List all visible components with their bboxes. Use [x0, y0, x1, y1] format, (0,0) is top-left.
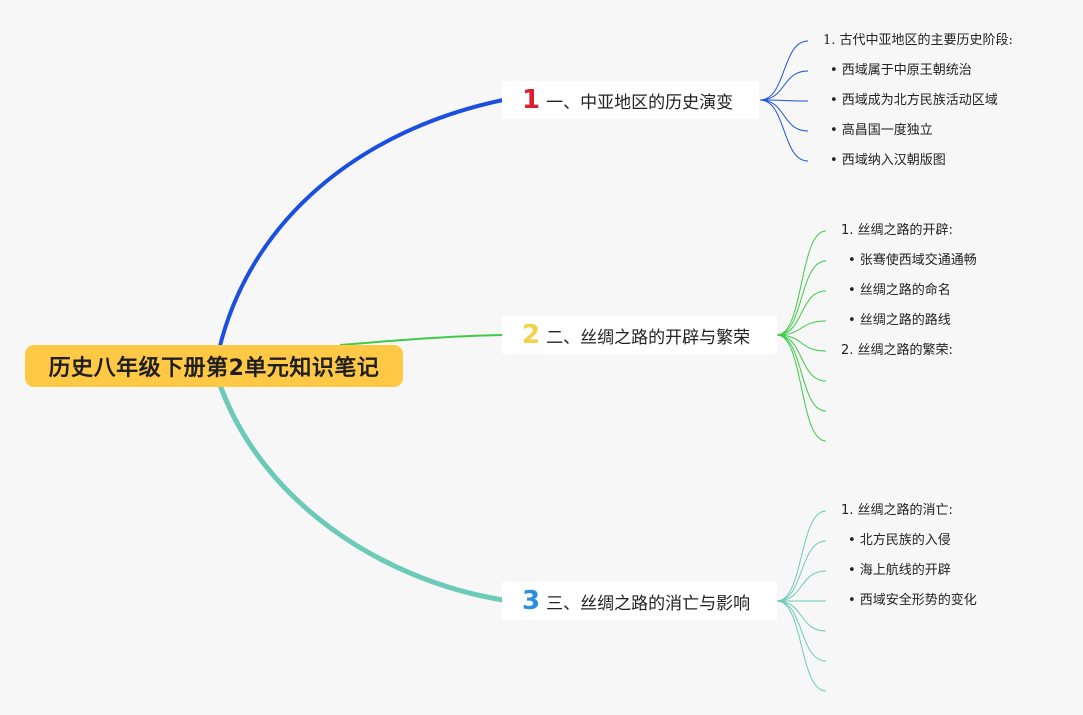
leaf-connector: [759, 99, 809, 102]
connector-root-branch2: [339, 334, 504, 346]
leaf-connector: [776, 600, 827, 692]
leaf-item[interactable]: • 海上航线的开辟: [848, 563, 951, 578]
leaf-connector: [776, 570, 827, 602]
branch-number-3: 3: [522, 586, 541, 616]
leaf-item[interactable]: • 西域成为北方民族活动区域: [830, 93, 998, 108]
branch-number-1: 1: [522, 85, 541, 115]
leaf-item[interactable]: • 西域安全形势的变化: [848, 593, 977, 608]
leaf-item[interactable]: 1. 丝绸之路的开辟:: [841, 223, 953, 238]
leaf-connector: [759, 99, 809, 132]
connector-root-branch1: [217, 98, 504, 351]
leaf-connector: [776, 540, 827, 602]
leaf-connector: [776, 290, 827, 336]
branch-title-3: 三、丝绸之路的消亡与影响: [546, 593, 751, 614]
leaf-connector: [759, 70, 809, 101]
leaf-connector: [776, 334, 827, 352]
leaf-connector: [776, 600, 827, 662]
leaf-item[interactable]: 1. 丝绸之路的消亡:: [841, 503, 953, 518]
branch-topic-2[interactable]: 2 二、丝绸之路的开辟与繁荣: [502, 316, 777, 354]
leaf-connectors-branch2: [776, 230, 827, 442]
leaf-connector: [776, 334, 827, 382]
leaf-item[interactable]: • 高昌国一度独立: [830, 123, 933, 138]
leaf-connectors-branch1: [759, 40, 809, 162]
leaf-connectors-branch3: [776, 510, 827, 692]
connector-root-branch3: [216, 381, 504, 603]
branch-title-1: 一、中亚地区的历史演变: [546, 92, 734, 113]
leaf-connector: [776, 600, 827, 632]
leaf-connector: [776, 230, 827, 336]
leaf-connector: [776, 510, 827, 602]
branch-number-2: 2: [522, 320, 541, 350]
root-title: 历史八年级下册第2单元知识笔记: [48, 356, 380, 381]
leaf-item[interactable]: • 丝绸之路的路线: [848, 313, 951, 328]
leaf-connector: [776, 260, 827, 336]
leaf-connector: [759, 40, 809, 101]
branch-topic-1[interactable]: 1 一、中亚地区的历史演变: [502, 81, 759, 119]
leaf-item[interactable]: • 西域属于中原王朝统治: [830, 63, 972, 78]
leaf-connector: [776, 334, 827, 412]
leaf-connector: [759, 99, 809, 162]
leaf-item[interactable]: 2. 丝绸之路的繁荣:: [841, 343, 953, 358]
leaf-item[interactable]: • 西域纳入汉朝版图: [830, 153, 946, 168]
leaf-connector: [776, 320, 827, 336]
branch-topic-3[interactable]: 3 三、丝绸之路的消亡与影响: [502, 582, 777, 620]
branch-title-2: 二、丝绸之路的开辟与繁荣: [546, 327, 751, 348]
leaf-item[interactable]: • 丝绸之路的命名: [848, 283, 951, 298]
root-topic[interactable]: 历史八年级下册第2单元知识笔记: [25, 345, 403, 387]
leaf-item[interactable]: • 张骞使西域交通通畅: [848, 253, 977, 268]
leaf-item[interactable]: 1. 古代中亚地区的主要历史阶段:: [823, 33, 1013, 48]
leaf-item[interactable]: • 北方民族的入侵: [848, 533, 951, 548]
leaf-connector: [776, 334, 827, 442]
